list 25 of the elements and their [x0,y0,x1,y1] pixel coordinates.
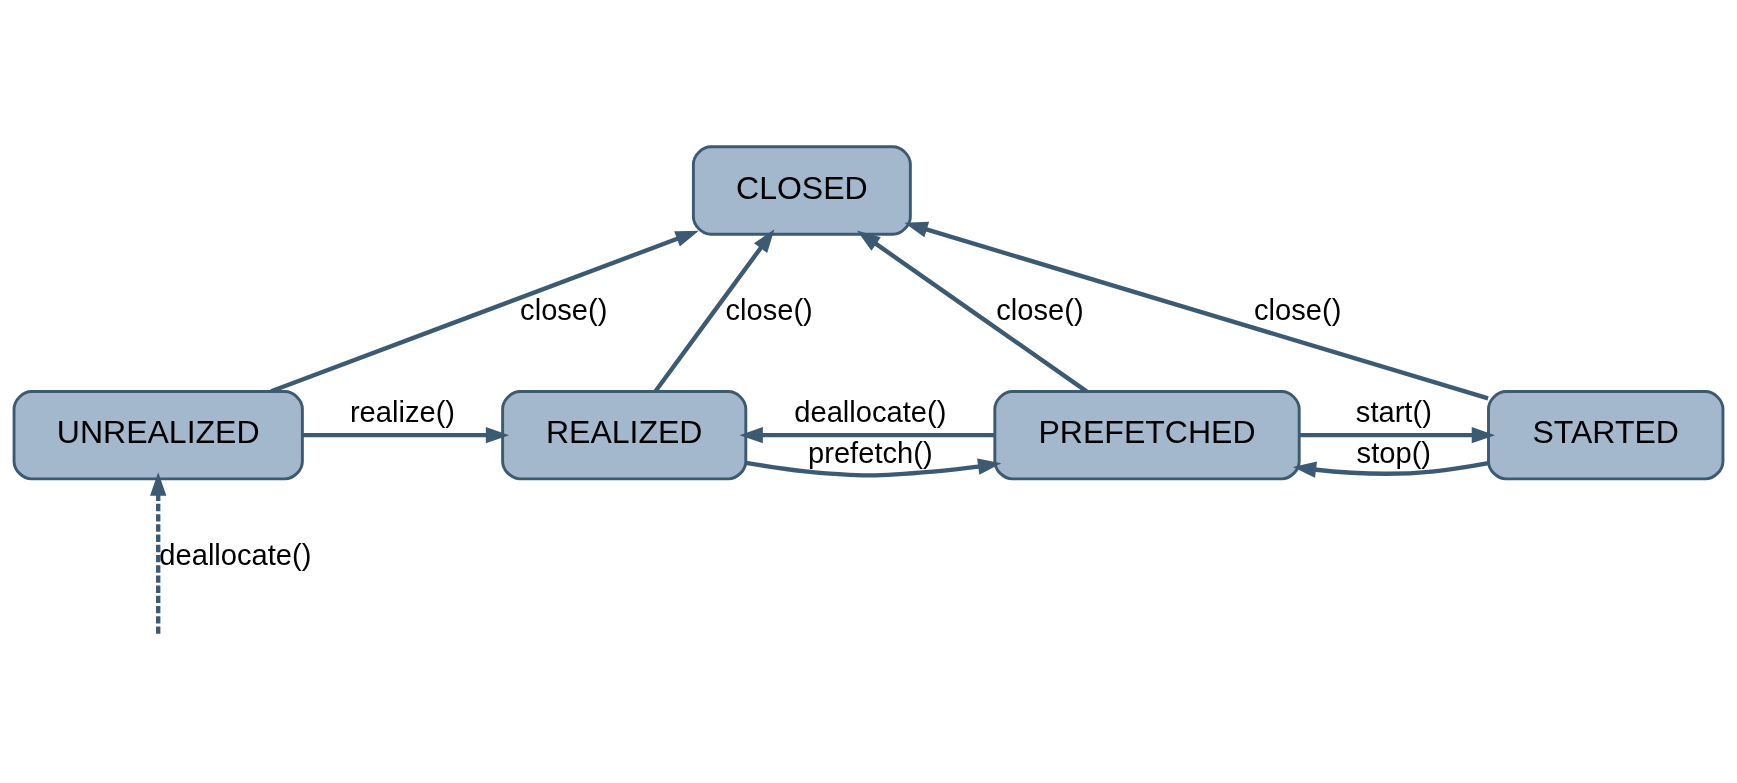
node-box: STARTED [1487,389,1725,480]
arrow [1292,460,1489,478]
node-box: PREFETCHED [993,389,1301,480]
arrow [739,426,995,443]
arrow [150,471,167,636]
arrow [904,221,1489,400]
arrow [302,426,510,443]
arrow [1299,426,1496,443]
edge-label: close() [520,293,608,326]
edge-label: start() [1355,395,1432,428]
node-box: REALIZED [501,389,748,480]
edge-label: realize() [349,395,456,428]
edge-label: deallocate() [159,538,312,571]
arrow [745,458,1002,478]
node-box: CLOSED [691,144,912,236]
edge-label: deallocate() [794,395,947,428]
arrow [270,230,699,393]
edge-label: stop() [1356,436,1432,469]
edge-label: close() [725,293,813,326]
arrow [856,230,1088,393]
node-box: UNREALIZED [12,389,304,480]
arrow [653,228,775,393]
edge-label: close() [1254,293,1342,326]
edge-label: close() [996,293,1084,326]
edge-label: prefetch() [808,436,933,469]
